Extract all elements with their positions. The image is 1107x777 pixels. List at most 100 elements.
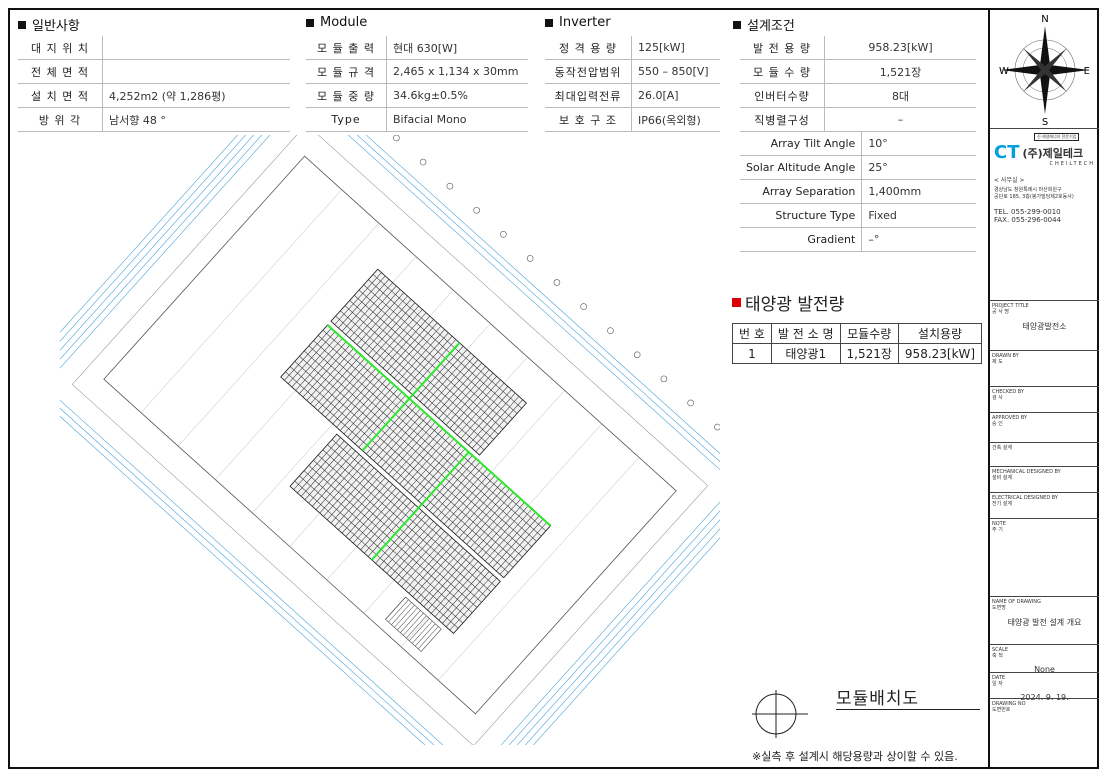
module-cell-line xyxy=(354,295,504,430)
stairs xyxy=(385,596,442,652)
title-block-label: DRAWN BY 제 도 xyxy=(992,353,1019,365)
title-block-cell: APPROVED BY 승 인 xyxy=(990,412,1099,442)
module-value: 현대 630[W] xyxy=(386,36,528,60)
design-key: Array Tilt Angle xyxy=(740,132,863,156)
title-block-label: CHECKED BY 검 사 xyxy=(992,389,1024,401)
general-title: 일반사항 xyxy=(18,15,80,34)
title-block-label: SCALE 축 척 xyxy=(992,647,1009,659)
module-value: Bifacial Mono xyxy=(386,107,528,132)
general-row: 대 지 위 치 xyxy=(18,36,290,60)
design-value: 958.23[kW] xyxy=(824,36,976,60)
column-marker xyxy=(580,303,587,310)
module-cell-line xyxy=(330,269,378,322)
inverter-key: 보 호 구 조 xyxy=(545,107,632,132)
dimension-line xyxy=(489,496,720,745)
grid-line xyxy=(140,189,342,413)
generation-cell: 1 xyxy=(732,343,772,364)
design-row: Gradient–° xyxy=(740,227,976,252)
title-block-cell: 건축 설계 xyxy=(990,442,1099,466)
dimension-line xyxy=(60,135,291,374)
title-block-label: NOTE 주 기 xyxy=(992,521,1006,533)
general-key: 설 치 면 적 xyxy=(18,83,103,108)
dimension-line xyxy=(60,135,296,378)
drawing-title-underline xyxy=(836,709,980,710)
column-marker xyxy=(687,399,694,407)
title-block-cell: MECHANICAL DESIGNED BY 설비 설계 xyxy=(990,466,1099,492)
module-key: Type xyxy=(306,107,387,132)
module-cell-line xyxy=(299,356,523,558)
title-block-label: 건축 설계 xyxy=(992,445,1012,451)
dimension-line xyxy=(301,135,720,487)
module-cell-line xyxy=(313,340,537,542)
title-block-label: PROJECT TITLE 공 사 명 xyxy=(992,303,1029,315)
title-block-value: None xyxy=(1034,665,1055,674)
title-block-label: APPROVED BY 승 인 xyxy=(992,415,1028,427)
module-title: Module xyxy=(306,15,367,30)
general-value: 4,252m2 (약 1,286평) xyxy=(102,83,290,108)
column-marker xyxy=(607,327,614,334)
column-marker xyxy=(500,231,507,238)
compass-e: E xyxy=(1084,66,1090,77)
module-cell-line xyxy=(304,350,528,552)
design-key: Structure Type xyxy=(740,203,863,228)
generation-header: 번 호 xyxy=(732,323,772,344)
dimension-line xyxy=(60,135,305,386)
generation-cell: 태양광1 xyxy=(770,343,841,364)
column-marker xyxy=(526,255,534,262)
stair-line xyxy=(406,615,427,639)
module-cell-line xyxy=(377,269,527,404)
design-key: 직병렬구성 xyxy=(740,107,825,132)
dimension-line xyxy=(475,484,720,745)
company-logo: CT (주)제일테크 xyxy=(994,142,1095,163)
inverter-value: IP66(옥외형) xyxy=(631,107,720,132)
title-block-cell: DRAWN BY 제 도 xyxy=(990,350,1099,386)
module-cell-line xyxy=(308,345,532,547)
drawing-frame xyxy=(8,8,1099,769)
address-line1: 경상남도 창원특례시 마산회원구 xyxy=(994,187,1062,193)
design-value: 25° xyxy=(861,155,976,180)
general-key: 전 체 면 적 xyxy=(18,59,103,84)
title-block-cell: SCALE 축 척 None xyxy=(990,644,1099,674)
string-line xyxy=(326,324,552,527)
generation-header: 모듈수량 xyxy=(839,323,899,344)
plan-group xyxy=(60,135,720,745)
compass-s: S xyxy=(1042,117,1048,126)
title-block-label: MECHANICAL DESIGNED BY 설비 설계 xyxy=(992,469,1061,481)
title-block-value: 태양광 발전 설계 개요 xyxy=(1007,618,1082,627)
general-row: 전 체 면 적 xyxy=(18,59,290,84)
string-line xyxy=(361,342,461,452)
stair-line xyxy=(400,610,421,633)
column-marker xyxy=(553,279,561,286)
stair-line xyxy=(397,607,418,631)
inverter-value: 125[kW] xyxy=(631,36,720,60)
design-key: Solar Altitude Angle xyxy=(740,155,863,180)
design-key: 모 듈 수 량 xyxy=(740,59,825,84)
inverter-key: 최대입력전류 xyxy=(545,83,632,108)
design-value: 8대 xyxy=(824,83,976,108)
site-plan xyxy=(60,135,720,745)
grid-line xyxy=(438,457,640,681)
module-cell-line xyxy=(294,361,518,563)
module-key: 모 듈 중 량 xyxy=(306,83,387,108)
dimension-line xyxy=(60,383,479,745)
dimension-line xyxy=(305,135,720,483)
compass-rose-icon: N S E W xyxy=(999,14,1090,126)
design-row: 직병렬구성– xyxy=(740,107,976,132)
general-value: 남서향 48 ° xyxy=(102,107,290,132)
drawing-title: 모듈배치도 xyxy=(836,689,920,709)
module-cell-line xyxy=(330,321,480,456)
design-value: Fixed xyxy=(861,203,976,228)
